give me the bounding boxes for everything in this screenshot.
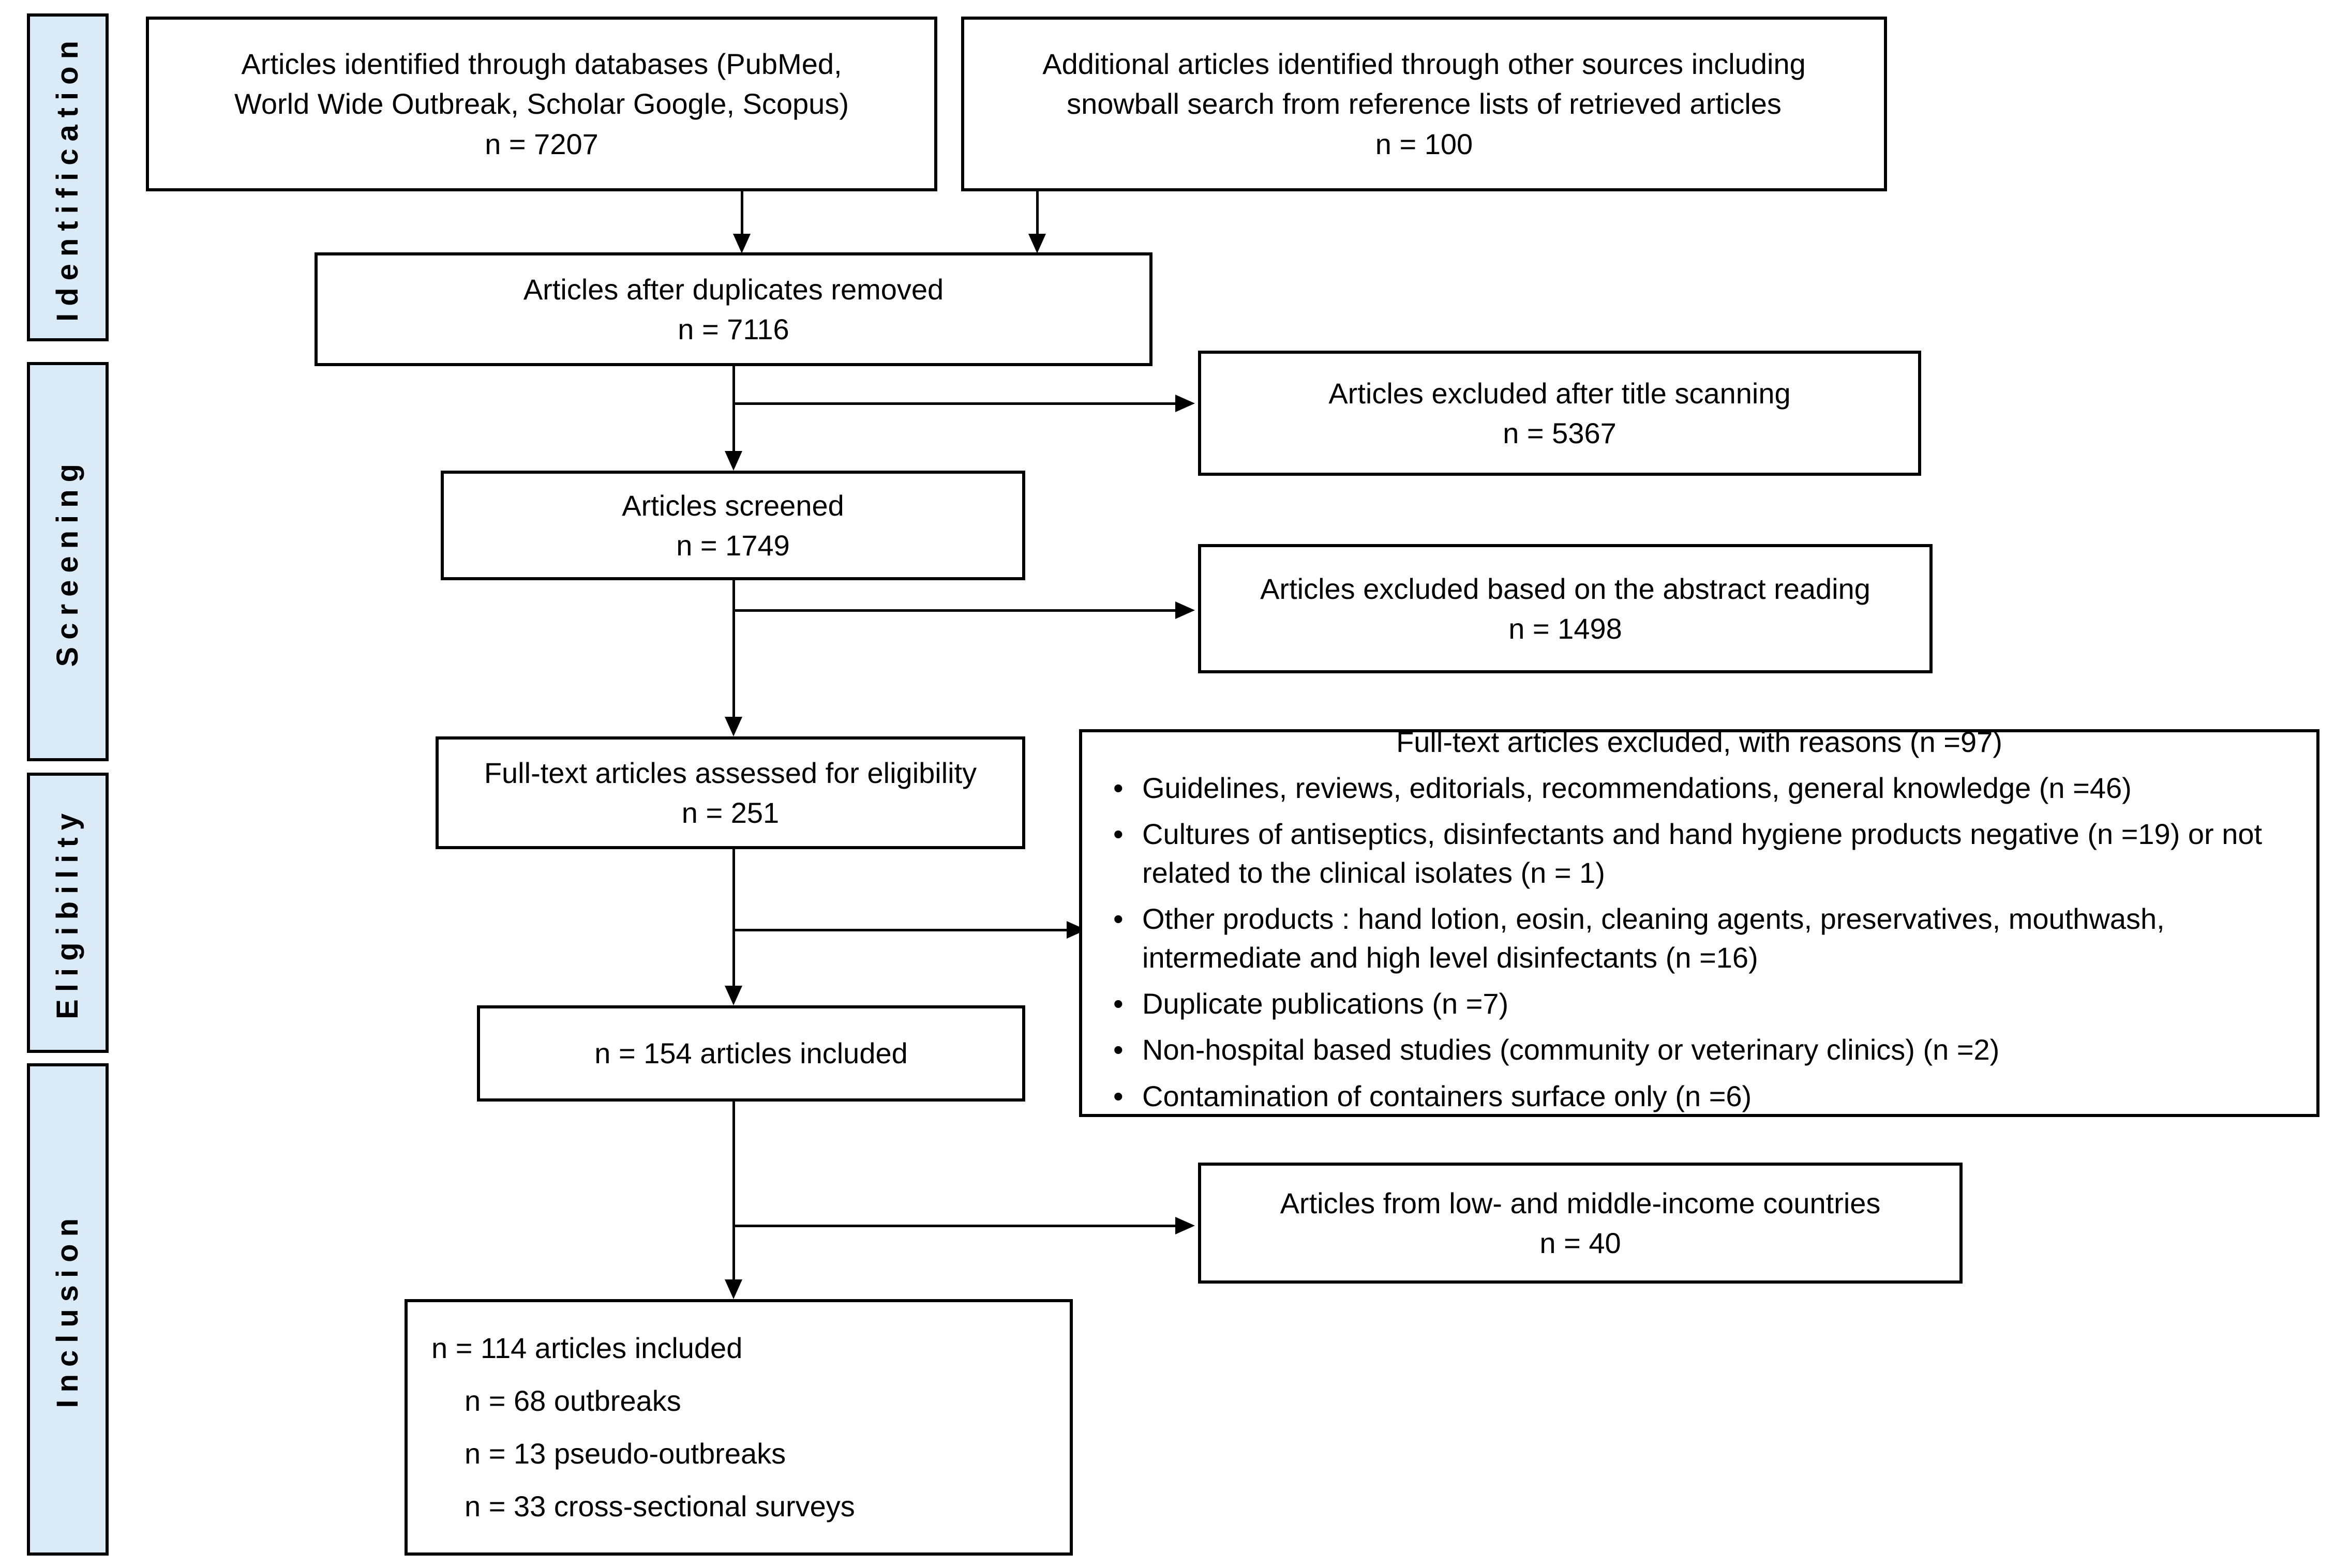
bullet-icon: • [1113,902,1124,936]
bullet-icon: • [1113,1033,1124,1066]
box-articles-lmic: Articles from low- and middle-income cou… [1198,1163,1963,1284]
final-included-total: n = 114 articles included [431,1332,743,1364]
box-additional-articles-other-sources-text: Additional articles identified through o… [1042,48,1806,160]
connector-to-lmic [732,1225,1177,1227]
box-articles-identified-databases-text: Articles identified through databases (P… [234,48,849,160]
bullet-icon: • [1113,1079,1124,1112]
bullet-icon: • [1113,772,1124,805]
excluded-reason-item: • Duplicate publications (n =7) [1111,984,2299,1023]
box-articles-identified-databases: Articles identified through databases (P… [146,17,937,191]
box-articles-screened-text: Articles screened n = 1749 [622,489,844,562]
connector-to-excluded-reasons [732,929,1069,931]
bullet-icon: • [1113,987,1124,1020]
connector-included154-trunk [732,1102,735,1283]
excluded-reason-text: Other products : hand lotion, eosin, cle… [1142,902,2165,974]
excluded-reason-text: Non-hospital based studies (community or… [1142,1033,2000,1066]
stage-bar-eligibility: Eligibility [27,773,109,1053]
final-included-outbreaks: n = 68 outbreaks [465,1384,681,1417]
arrowhead-fulltext-to-included154 [725,986,742,1005]
bullet-icon: • [1113,818,1124,851]
excluded-reason-item: • Cultures of antiseptics, disinfectants… [1111,815,2299,892]
excluded-reason-item: • Guidelines, reviews, editorials, recom… [1111,768,2299,807]
stage-bar-inclusion: Inclusion [27,1063,109,1556]
box-articles-included-154-text: n = 154 articles included [594,1037,908,1070]
connector-screened-trunk [732,580,735,720]
excluded-reason-item: • Non-hospital based studies (community … [1111,1030,2299,1069]
excluded-reason-item: • Contamination of containers surface on… [1111,1077,2299,1115]
box-final-articles-included: n = 114 articles included n = 68 outbrea… [405,1299,1073,1556]
connector-fulltext-trunk [732,849,735,989]
arrowhead-databases-to-dedup [733,234,751,253]
box-articles-screened: Articles screened n = 1749 [441,471,1025,580]
excluded-reason-text: Cultures of antiseptics, disinfectants a… [1142,818,2263,889]
connector-to-excluded-abstract [732,609,1177,612]
excluded-reason-text: Contamination of containers surface only… [1142,1079,1752,1112]
stage-label-eligibility: Eligibility [51,806,84,1019]
final-included-cross-sectional-surveys: n = 33 cross-sectional surveys [465,1490,855,1522]
box-articles-after-duplicates-removed: Articles after duplicates removed n = 71… [315,252,1152,366]
connector-dedup-trunk [732,366,735,454]
connector-databases-down [741,191,743,238]
excluded-reason-text: Guidelines, reviews, editorials, recomme… [1142,772,2132,805]
final-included-pseudo-outbreaks: n = 13 pseudo-outbreaks [465,1437,786,1470]
stage-label-identification: Identification [51,33,84,322]
box-articles-excluded-abstract-reading: Articles excluded based on the abstract … [1198,544,1933,673]
arrowhead-dedup-to-screened [725,451,742,471]
excluded-reasons-list: • Guidelines, reviews, editorials, recom… [1082,768,2316,1122]
box-articles-lmic-text: Articles from low- and middle-income cou… [1280,1186,1881,1259]
arrowhead-to-lmic [1175,1217,1195,1234]
arrowhead-to-excluded-title [1175,395,1195,412]
final-spacer [408,1415,1070,1439]
stage-label-inclusion: Inclusion [51,1211,84,1408]
final-spacer [408,1468,1070,1492]
excluded-reasons-title: Full-text articles excluded, with reason… [1396,726,2002,759]
excluded-reason-text: Duplicate publications (n =7) [1142,987,1509,1020]
box-fulltext-assessed-eligibility: Full-text articles assessed for eligibil… [436,736,1025,849]
box-fulltext-assessed-eligibility-text: Full-text articles assessed for eligibil… [484,756,977,829]
box-articles-excluded-title-scanning-text: Articles excluded after title scanning n… [1328,376,1791,449]
connector-other-sources-down [1036,191,1039,238]
stage-bar-identification: Identification [27,13,109,341]
arrowhead-other-sources-to-dedup [1028,234,1046,253]
box-articles-excluded-abstract-reading-text: Articles excluded based on the abstract … [1260,572,1870,645]
stage-bar-screening: Screening [27,362,109,761]
arrowhead-included154-to-final [725,1279,742,1299]
box-additional-articles-other-sources: Additional articles identified through o… [961,17,1887,191]
arrowhead-screened-to-fulltext [725,717,742,736]
final-spacer [408,1363,1070,1386]
arrowhead-to-excluded-abstract [1175,601,1195,619]
stage-label-screening: Screening [51,456,84,667]
box-fulltext-excluded-with-reasons: Full-text articles excluded, with reason… [1079,726,2319,1117]
box-articles-included-154: n = 154 articles included [477,1005,1025,1102]
excluded-reason-item: • Other products : hand lotion, eosin, c… [1111,899,2299,977]
connector-to-excluded-title [732,402,1177,405]
box-articles-after-duplicates-removed-text: Articles after duplicates removed n = 71… [523,273,944,345]
box-articles-excluded-title-scanning: Articles excluded after title scanning n… [1198,351,1921,476]
